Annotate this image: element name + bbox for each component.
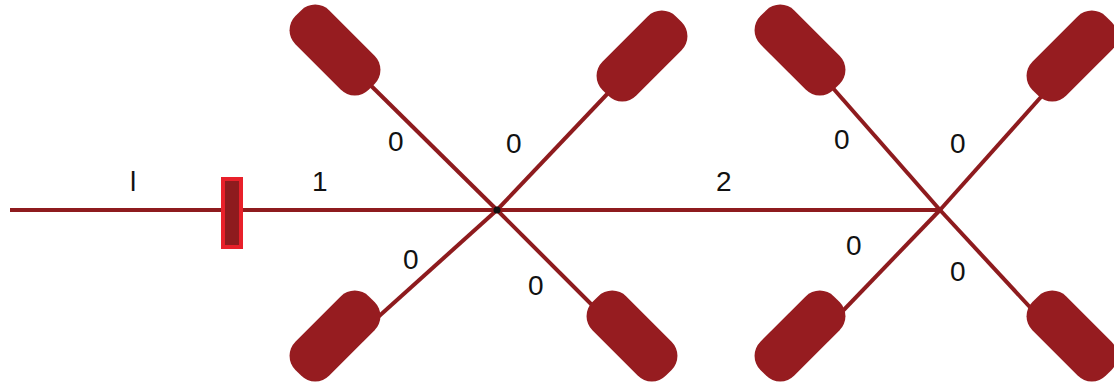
part-label: 0 (950, 258, 966, 286)
part-label: 0 (846, 232, 862, 260)
part-label: 0 (388, 128, 404, 156)
paddle (1018, 2, 1114, 109)
part-label: l (130, 168, 136, 196)
part-label: 0 (834, 126, 850, 154)
part-label: 2 (716, 168, 732, 196)
paddle (746, 0, 853, 104)
red-marker (223, 179, 241, 247)
part-label: 0 (506, 130, 522, 158)
paddle (746, 282, 853, 385)
pivot-dot (494, 207, 501, 214)
main-rod (10, 208, 940, 212)
part-label: 0 (403, 246, 419, 274)
paddle (281, 0, 388, 104)
rods (10, 62, 1065, 345)
paddle (588, 2, 695, 109)
part-label: 0 (528, 272, 544, 300)
part-label: 1 (312, 168, 328, 196)
paddles (281, 0, 1114, 385)
paddle (281, 282, 388, 385)
part-label: 0 (950, 130, 966, 158)
paddle (1018, 282, 1114, 385)
paddle (578, 282, 685, 385)
